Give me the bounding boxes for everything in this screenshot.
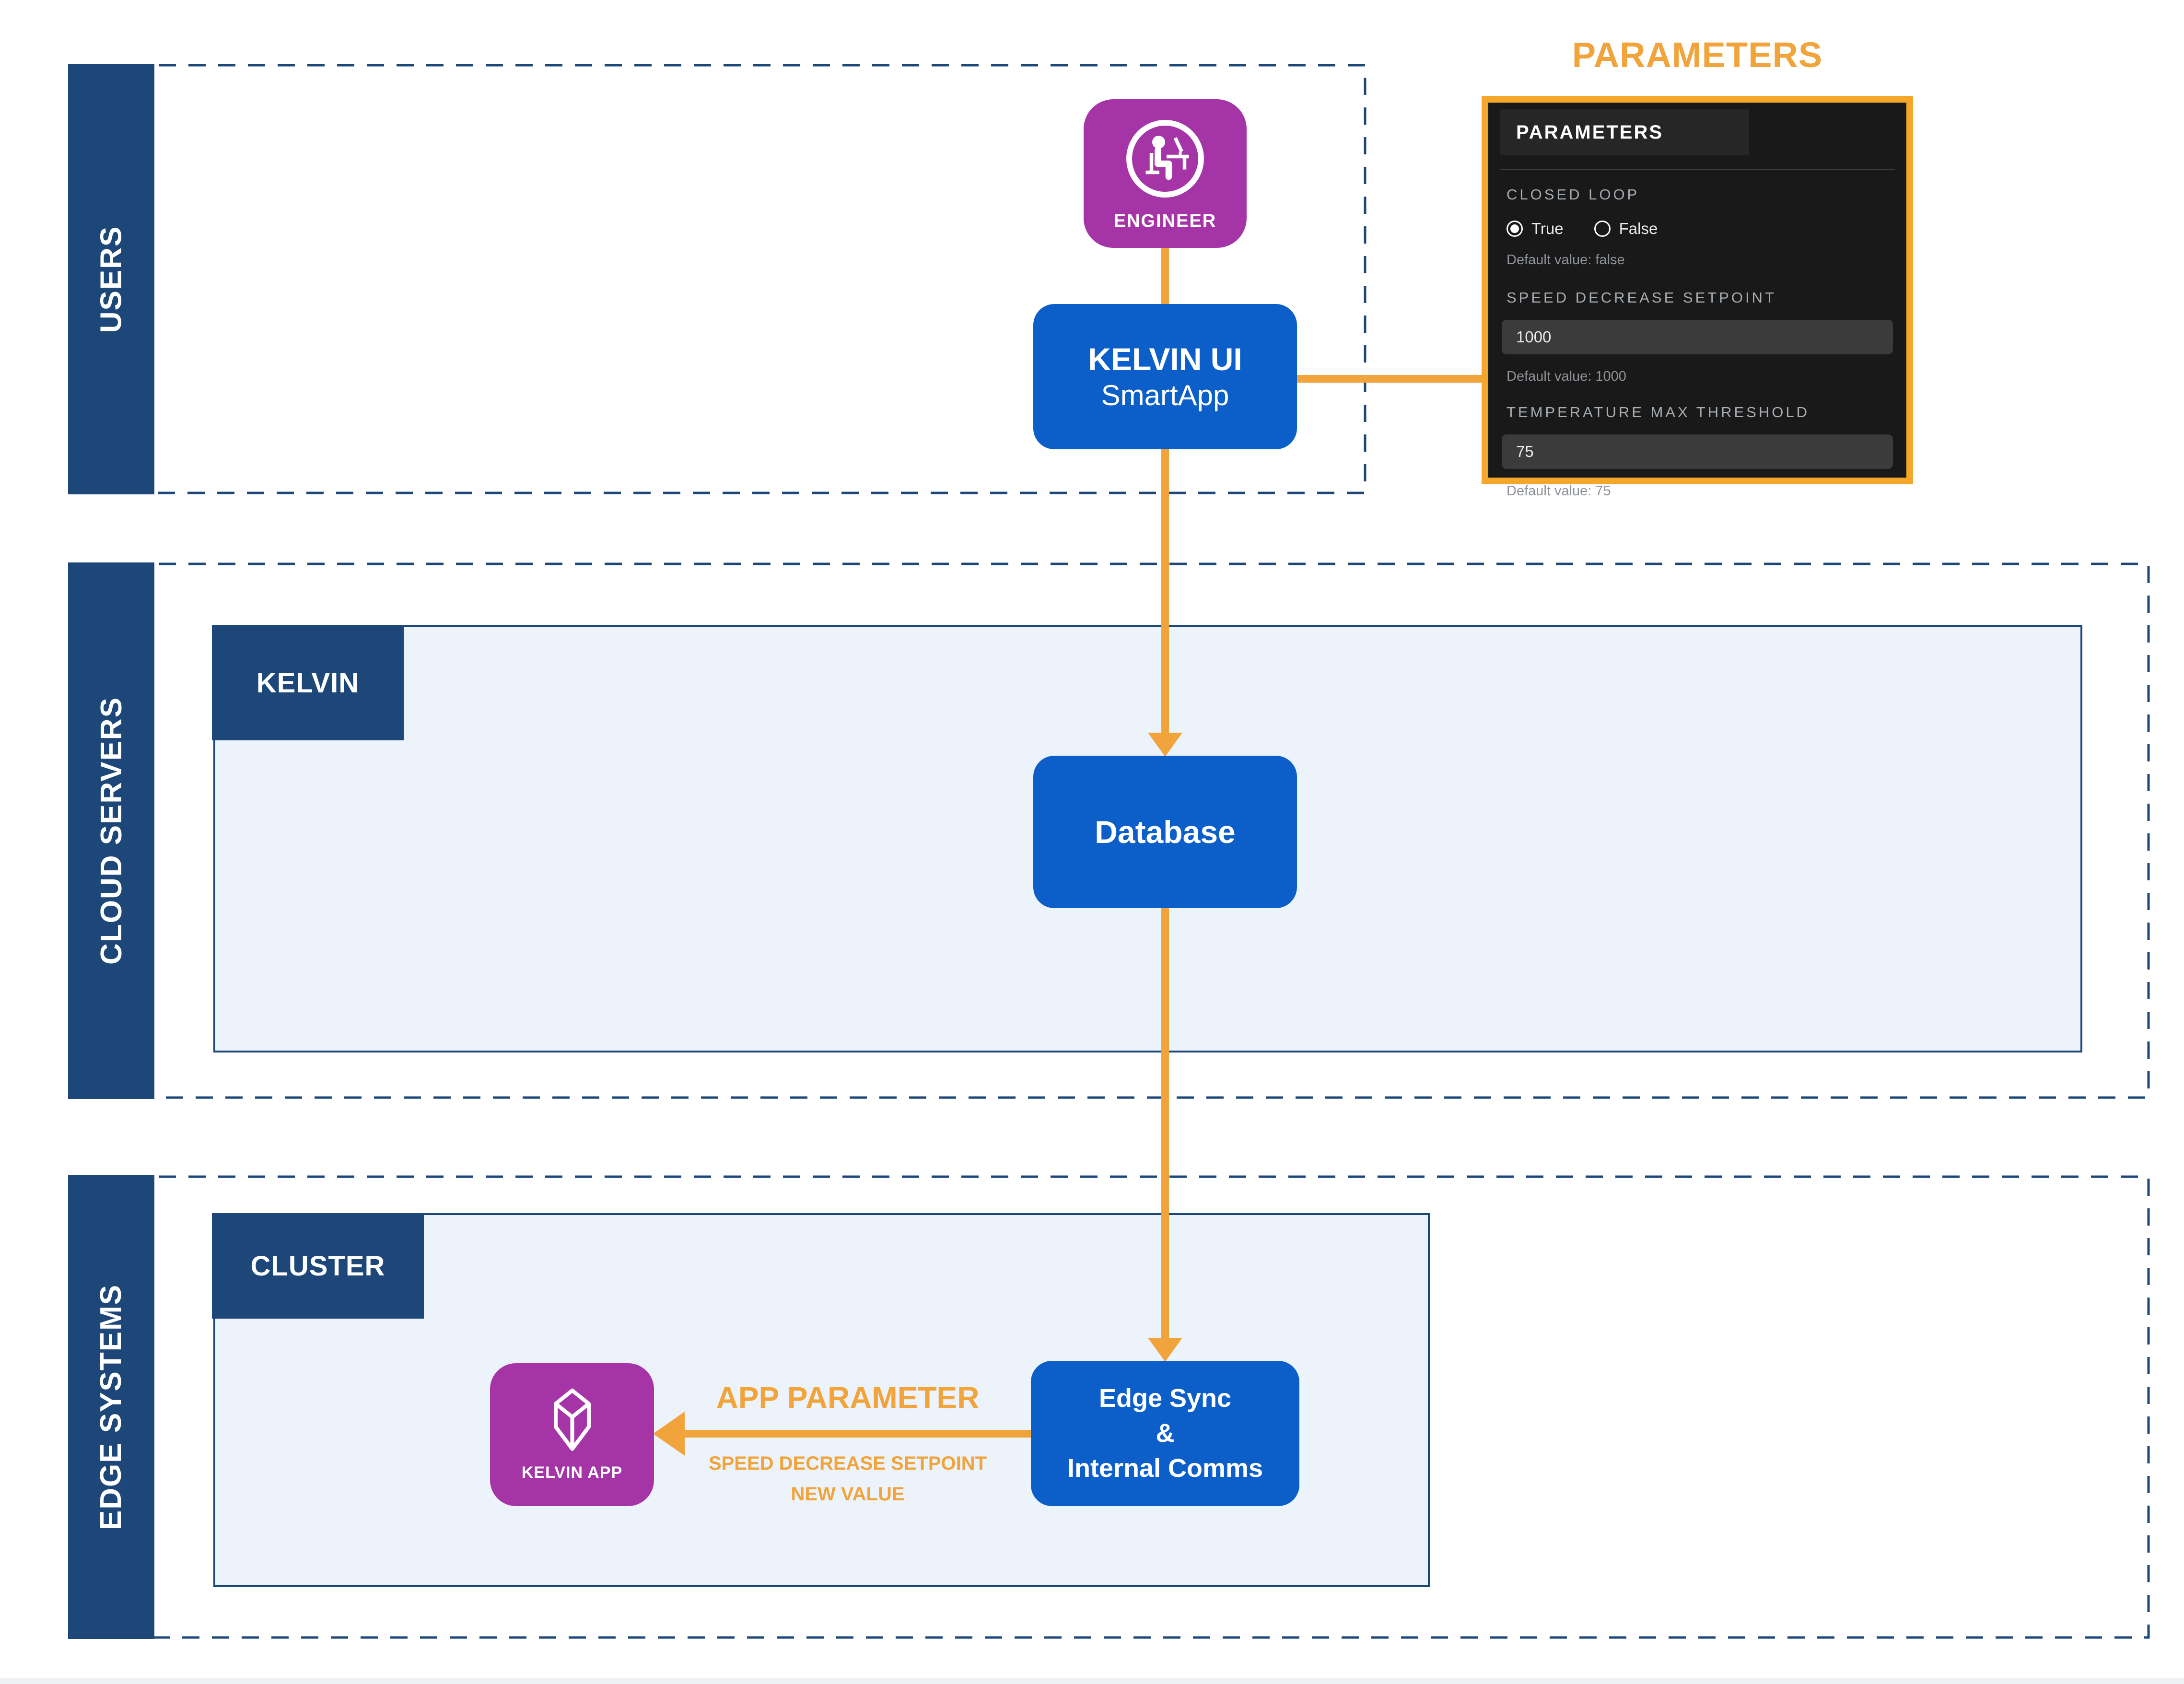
speed-decrease-setpoint-input[interactable]: 1000 <box>1502 320 1893 354</box>
kelvin-app-node: KELVIN APP <box>490 1363 654 1506</box>
closed-loop-label: CLOSED LOOP <box>1507 186 1640 203</box>
radio-true-label: True <box>1531 220 1564 237</box>
edgesync-to-kelvinapp-line <box>683 1430 1040 1438</box>
edgesync-arrowhead-icon <box>1148 1338 1182 1362</box>
edge-sync-line3: Internal Comms <box>1067 1453 1263 1483</box>
speed-decrease-setpoint-field-label: SPEED DECREASE SETPOINT <box>1507 289 1776 306</box>
radio-false-label: False <box>1619 220 1658 237</box>
app-parameter-label: APP PARAMETER <box>716 1380 980 1415</box>
engineer-node: ENGINEER <box>1084 99 1247 248</box>
parameters-title: PARAMETERS <box>1572 35 1823 75</box>
closed-loop-false-radio[interactable]: False <box>1594 220 1658 238</box>
parameters-panel-header: PARAMETERS <box>1500 109 1749 155</box>
closed-loop-default-note: Default value: false <box>1507 252 1625 268</box>
radio-icon <box>1507 221 1523 237</box>
parameters-panel: PARAMETERS CLOSED LOOP True False Defaul… <box>1482 96 1913 499</box>
database-to-edgesync-line <box>1161 907 1169 1340</box>
kelvin-panel-tag: KELVIN <box>212 625 404 740</box>
closed-loop-true-radio[interactable]: True <box>1507 220 1564 238</box>
cloud-band-bar: CLOUD SERVERS <box>68 562 154 1099</box>
edge-band-label: EDGE SYSTEMS <box>94 1284 128 1531</box>
temperature-max-threshold-input[interactable]: 75 <box>1502 434 1893 469</box>
temperature-default-note: Default value: 75 <box>1507 483 1611 499</box>
database-node: Database <box>1033 756 1297 908</box>
edge-sync-line1: Edge Sync <box>1098 1384 1232 1413</box>
cloud-band-label: CLOUD SERVERS <box>94 697 128 965</box>
cluster-panel-tag: CLUSTER <box>212 1213 424 1319</box>
engineer-at-desk-icon <box>1122 116 1208 204</box>
radio-icon <box>1594 221 1611 237</box>
cube-box-icon <box>545 1387 600 1456</box>
kelvin-ui-node: KELVIN UI SmartApp <box>1033 304 1297 449</box>
database-node-label: Database <box>1095 814 1236 850</box>
edge-sync-node: Edge Sync & Internal Comms <box>1031 1361 1299 1506</box>
users-band-bar: USERS <box>68 64 154 494</box>
speed-decrease-setpoint-label: SPEED DECREASE SETPOINT <box>708 1453 987 1474</box>
edge-band-bar: EDGE SYSTEMS <box>68 1175 154 1639</box>
kelvin-ui-subtitle: SmartApp <box>1101 379 1229 412</box>
speed-decrease-default-note: Default value: 1000 <box>1507 369 1626 384</box>
new-value-label: NEW VALUE <box>791 1484 905 1505</box>
divider <box>1500 169 1895 170</box>
kelvin-ui-title: KELVIN UI <box>1088 341 1242 377</box>
kelvinui-to-database-line <box>1161 447 1169 735</box>
users-band-label: USERS <box>94 225 128 333</box>
engineer-node-label: ENGINEER <box>1113 211 1217 231</box>
temperature-max-threshold-field-label: TEMPERATURE MAX THRESHOLD <box>1507 404 1810 421</box>
bottom-edge-strip <box>0 1678 2184 1684</box>
closed-loop-radio-group: True False <box>1507 220 1895 238</box>
kelvin-app-node-label: KELVIN APP <box>521 1463 623 1482</box>
edge-sync-line2: & <box>1156 1419 1175 1448</box>
kelvinui-to-parameters-line <box>1295 375 1488 383</box>
kelvinapp-arrowhead-icon <box>653 1412 685 1456</box>
engineer-to-kelvinui-line <box>1161 246 1169 306</box>
database-arrowhead-icon <box>1148 733 1182 757</box>
